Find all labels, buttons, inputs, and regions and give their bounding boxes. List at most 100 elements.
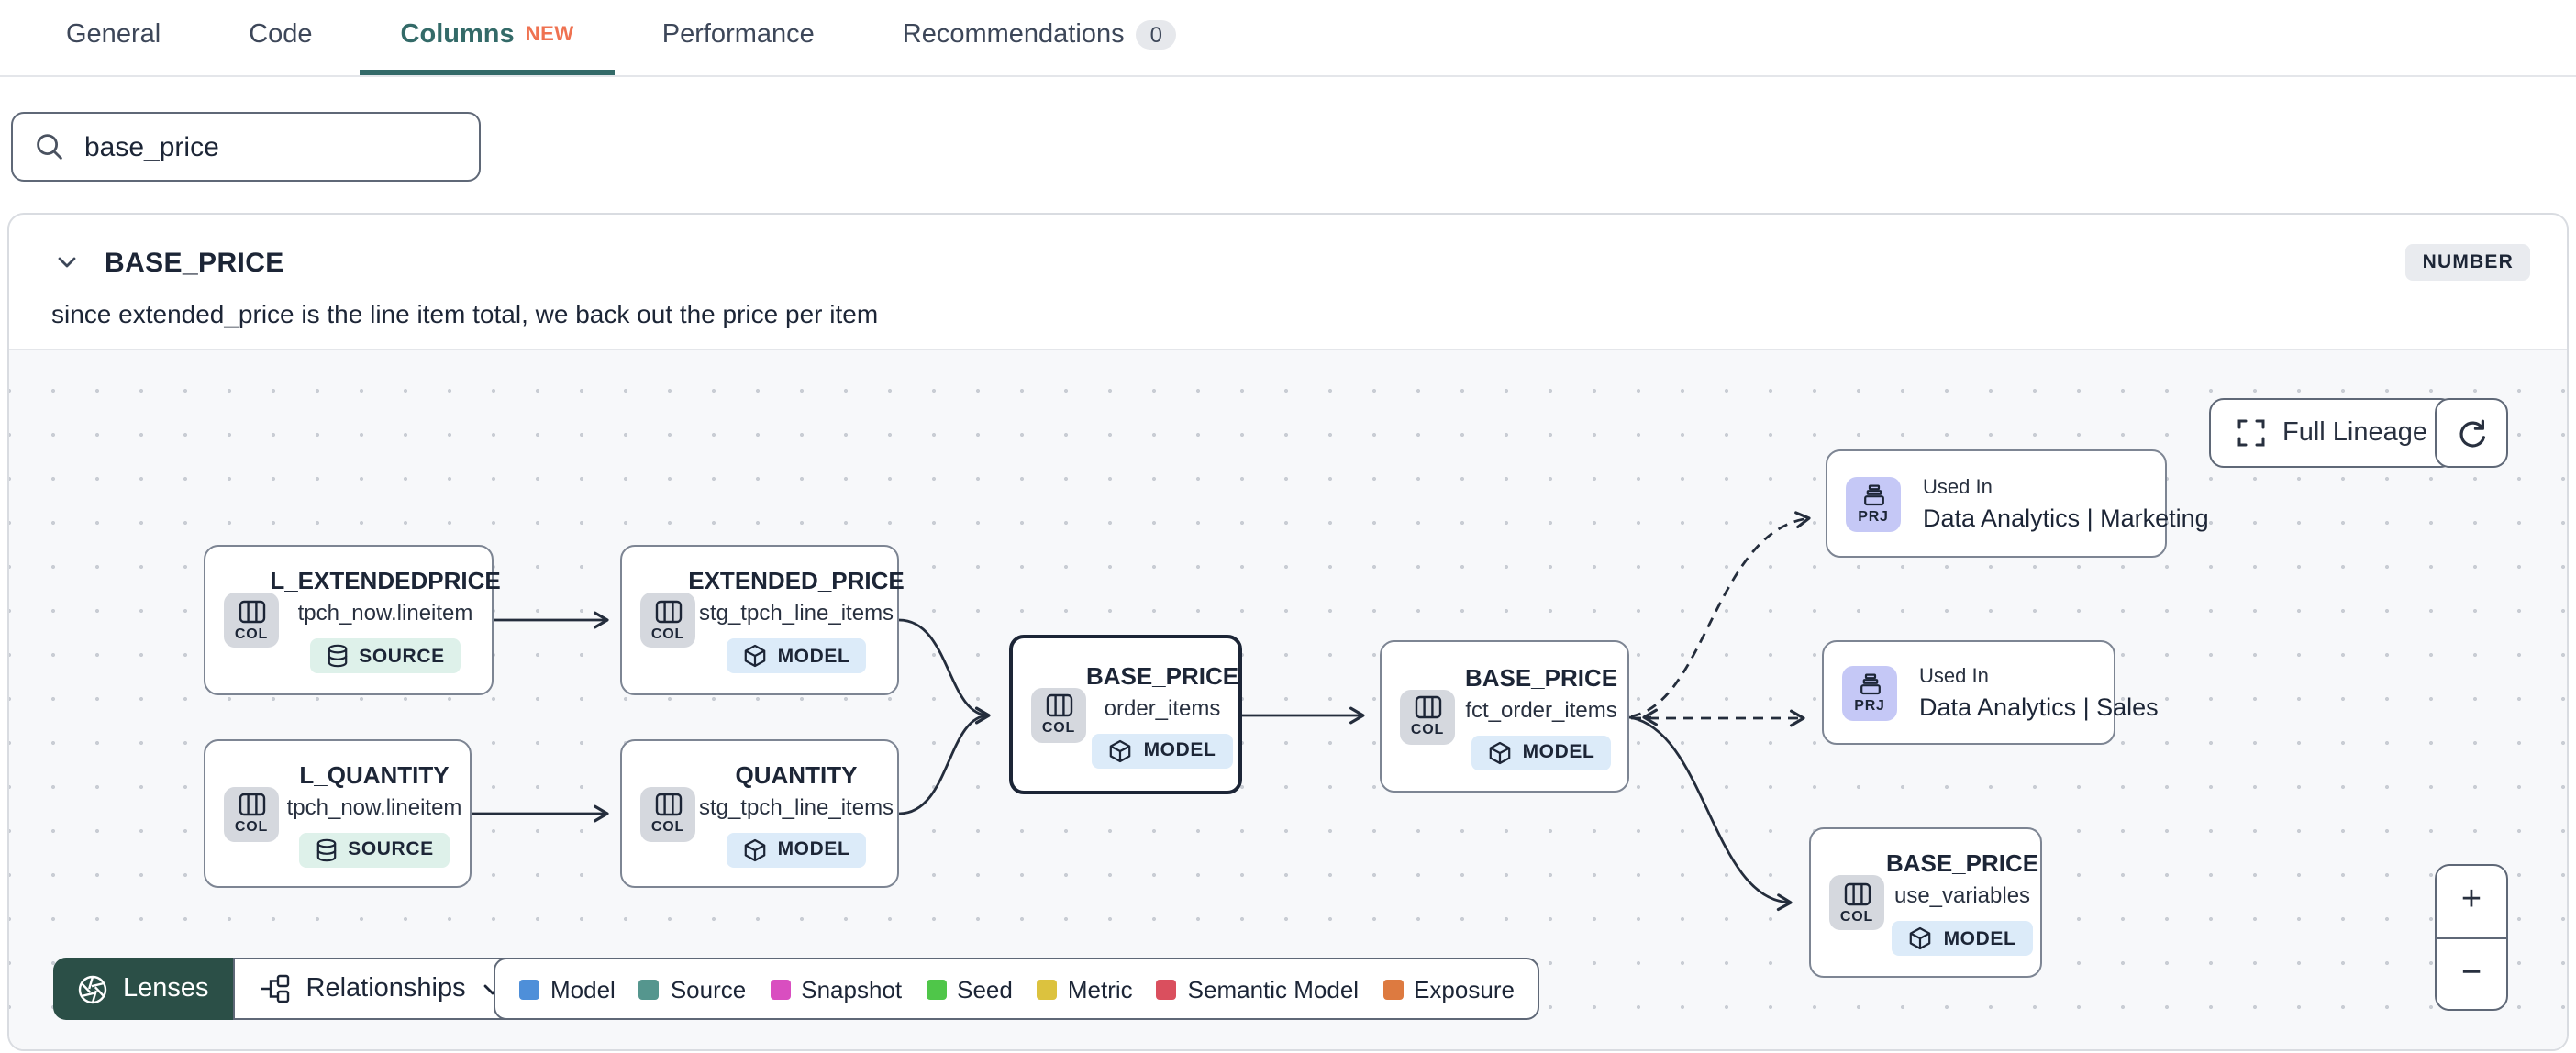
node-subtitle: tpch_now.lineitem: [297, 600, 473, 626]
chevron-down-icon[interactable]: [57, 255, 77, 270]
zoom-control: + −: [2435, 864, 2508, 1011]
chip-label: COL: [650, 818, 685, 835]
cube-icon: [743, 837, 767, 861]
node-subtitle: order_items: [1104, 694, 1221, 720]
badge-label: SOURCE: [359, 645, 445, 667]
search-box[interactable]: [11, 112, 481, 182]
relationships-icon: [259, 974, 290, 1003]
node-subtitle: use_variables: [1893, 882, 2031, 908]
chip-label: COL: [650, 625, 685, 641]
edge: [898, 706, 991, 815]
tab-recommendations-label: Recommendations: [902, 20, 1125, 50]
badge-label: MODEL: [777, 645, 850, 667]
tab-columns[interactable]: Columns NEW: [360, 0, 615, 75]
node-title: QUANTITY: [735, 760, 858, 788]
badge-label: MODEL: [1522, 741, 1595, 763]
columns-icon: [1045, 693, 1072, 717]
expand-icon: [2237, 418, 2266, 448]
badge-label: SOURCE: [348, 838, 434, 860]
search-input[interactable]: [81, 129, 457, 164]
used-in-label: Used In: [1919, 665, 1989, 687]
column-chip: COL: [224, 786, 279, 841]
refresh-icon: [2454, 416, 2489, 450]
tab-code-label: Code: [249, 20, 313, 50]
cube-icon: [743, 644, 767, 668]
stack-icon: [1858, 672, 1882, 694]
project-name: Data Analytics | Marketing: [1923, 504, 2209, 531]
node-title: BASE_PRICE: [1885, 849, 2039, 877]
column-type-badge: NUMBER: [2405, 244, 2530, 281]
lineage-node-l-quantity[interactable]: COL L_QUANTITY tpch_now.lineitem SOURCE: [204, 739, 472, 888]
column-name: BASE_PRICE: [105, 247, 284, 278]
chip-label: PRJ: [1854, 696, 1885, 713]
lineage-node-extended-price[interactable]: COL EXTENDED_PRICE stg_tpch_line_items M…: [620, 545, 905, 695]
node-subtitle: tpch_now.lineitem: [286, 793, 462, 819]
lineage-node-used-in-marketing[interactable]: PRJ Used In Data Analytics | Marketing: [1826, 449, 2209, 558]
zoom-in-button[interactable]: +: [2460, 881, 2482, 920]
legend-item-source: Source: [638, 975, 746, 1003]
column-description: since extended_price is the line item to…: [51, 299, 879, 328]
node-subtitle: stg_tpch_line_items: [698, 600, 894, 626]
tab-general[interactable]: General: [26, 0, 201, 75]
lineage-edges: [472, 511, 1811, 912]
lineage-node-l-extendedprice[interactable]: COL L_EXTENDEDPRICE tpch_now.lineitem SO…: [204, 545, 501, 695]
node-title: BASE_PRICE: [1085, 661, 1239, 689]
column-chip: COL: [640, 593, 695, 648]
cube-icon: [1109, 738, 1133, 762]
columns-icon: [1414, 695, 1441, 719]
legend-item-seed: Seed: [926, 975, 1013, 1003]
tab-performance[interactable]: Performance: [622, 0, 855, 75]
badge-label: MODEL: [1143, 739, 1216, 761]
legend-item-model: Model: [519, 975, 616, 1003]
lenses-button[interactable]: Lenses: [53, 958, 233, 1020]
zoom-out-button[interactable]: −: [2460, 953, 2482, 992]
lineage-node-base-price-fct-order-items[interactable]: COL BASE_PRICE fct_order_items MODEL: [1380, 640, 1629, 793]
legend-item-snapshot: Snapshot: [770, 975, 902, 1003]
project-chip: PRJ: [1842, 665, 1897, 720]
stack-icon: [1861, 483, 1885, 505]
column-chip: COL: [640, 786, 695, 841]
legend-label: Model: [550, 975, 616, 1003]
lineage-node-base-price-use-variables[interactable]: COL BASE_PRICE use_variables MODEL: [1809, 827, 2042, 978]
full-lineage-label: Full Lineage: [2282, 418, 2427, 448]
cube-icon: [1488, 740, 1512, 764]
tab-columns-label: Columns: [400, 20, 515, 50]
lenses-label: Lenses: [123, 974, 209, 1003]
tab-bar: General Code Columns NEW Performance Rec…: [0, 0, 2576, 77]
edge: [1630, 511, 1811, 718]
columns-icon: [654, 793, 682, 816]
refresh-button[interactable]: [2435, 398, 2508, 468]
lineage-canvas[interactable]: Full Lineage COL L_EXTENDEDPRICE tpch_no…: [9, 349, 2567, 1049]
relationships-dropdown[interactable]: Relationships: [232, 958, 528, 1020]
tab-performance-label: Performance: [661, 20, 815, 50]
project-name: Data Analytics | Sales: [1919, 693, 2159, 720]
model-badge: MODEL: [726, 832, 867, 867]
legend-item-metric: Metric: [1036, 975, 1133, 1003]
source-badge: SOURCE: [309, 638, 461, 673]
search-icon: [35, 132, 64, 161]
lineage-node-base-price-order-items[interactable]: COL BASE_PRICE order_items MODEL: [1009, 635, 1242, 794]
snapshot-swatch: [770, 979, 791, 999]
lineage-toolbar: Lenses Relationships: [53, 958, 528, 1020]
model-badge: MODEL: [1892, 921, 2033, 956]
column-panel: BASE_PRICE NUMBER since extended_price i…: [7, 213, 2569, 1051]
column-chip: COL: [1829, 875, 1884, 930]
chip-label: PRJ: [1858, 507, 1889, 524]
cube-icon: [1909, 926, 1933, 950]
recommendations-count-badge: 0: [1135, 20, 1177, 50]
chip-label: COL: [234, 625, 269, 641]
seed-swatch: [926, 979, 947, 999]
model-swatch: [519, 979, 539, 999]
edge: [898, 618, 991, 725]
lineage-node-quantity[interactable]: COL QUANTITY stg_tpch_line_items MODEL: [620, 739, 899, 888]
zoom-divider: [2437, 937, 2506, 938]
chip-label: COL: [1410, 721, 1445, 737]
edge: [1628, 715, 1793, 912]
tab-recommendations[interactable]: Recommendations 0: [862, 0, 1217, 75]
tab-general-label: General: [66, 20, 161, 50]
columns-icon: [1843, 881, 1871, 905]
full-lineage-button[interactable]: Full Lineage: [2209, 398, 2455, 468]
lineage-node-used-in-sales[interactable]: PRJ Used In Data Analytics | Sales: [1822, 640, 2159, 745]
tab-code[interactable]: Code: [208, 0, 352, 75]
